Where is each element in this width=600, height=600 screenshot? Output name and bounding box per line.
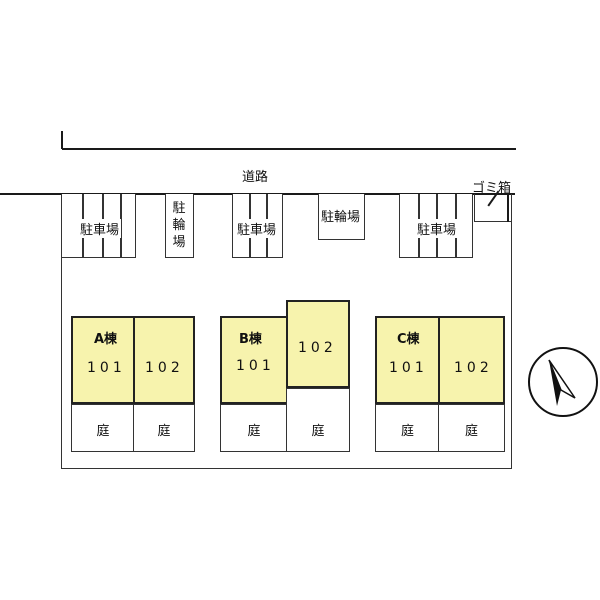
parking-label: 駐車場 (235, 219, 279, 238)
garden-label: 庭 (464, 424, 478, 439)
bike-parking-char: 場 (172, 235, 186, 250)
unit-number: 101 (87, 360, 126, 376)
building-c-unit-102: 102 (438, 316, 505, 404)
unit-number: 102 (145, 360, 184, 376)
garden-label: 庭 (96, 424, 110, 439)
garden-label: 庭 (400, 424, 414, 439)
bike-parking-horizontal: 駐輪場 (318, 194, 365, 240)
parking-label: 駐車場 (415, 219, 459, 238)
bike-parking-vertical-label: 駐 輪 場 (171, 200, 187, 251)
garbage-inner-wall (507, 194, 509, 222)
garden: 庭 (286, 388, 350, 452)
building-c-unit-101: C棟 101 (375, 316, 440, 404)
parking-label: 駐車場 (78, 219, 122, 238)
unit-number: 102 (454, 360, 493, 376)
unit-number: 101 (389, 360, 428, 376)
garden: 庭 (438, 404, 505, 452)
road-label: 道路 (242, 170, 269, 185)
building-a-unit-102: 102 (133, 316, 195, 404)
building-c-label: C棟 (397, 332, 420, 347)
parking-lot-center: 駐車場 (232, 194, 283, 258)
road-upper-edge (62, 148, 516, 150)
garbage-label: ゴミ箱 (472, 181, 512, 196)
unit-number: 101 (236, 358, 275, 374)
bike-parking-char: 駐 (172, 201, 186, 216)
garden: 庭 (220, 404, 288, 452)
garden: 庭 (71, 404, 135, 452)
road-upper-tick (61, 131, 63, 149)
bike-parking-char: 輪 (172, 218, 186, 233)
garden-label: 庭 (247, 424, 261, 439)
garden: 庭 (133, 404, 195, 452)
garbage-area (474, 194, 512, 222)
garden: 庭 (375, 404, 440, 452)
building-b-unit-101: B棟 101 (220, 316, 288, 404)
north-arrow-icon (528, 347, 598, 417)
bike-parking-vertical: 駐 輪 場 (165, 194, 194, 258)
parking-lot-right: 駐車場 (399, 194, 473, 258)
building-a-unit-101: A棟 101 (71, 316, 135, 404)
bike-parking-label: 駐輪場 (321, 210, 361, 225)
building-a-label: A棟 (94, 332, 118, 347)
unit-number: 102 (298, 340, 337, 356)
garden-label: 庭 (157, 424, 171, 439)
parking-lot-left: 駐車場 (61, 194, 136, 258)
building-b-label: B棟 (239, 332, 262, 347)
garden-label: 庭 (311, 424, 325, 439)
property-boundary (61, 194, 512, 469)
building-b-unit-102: 102 (286, 300, 350, 388)
